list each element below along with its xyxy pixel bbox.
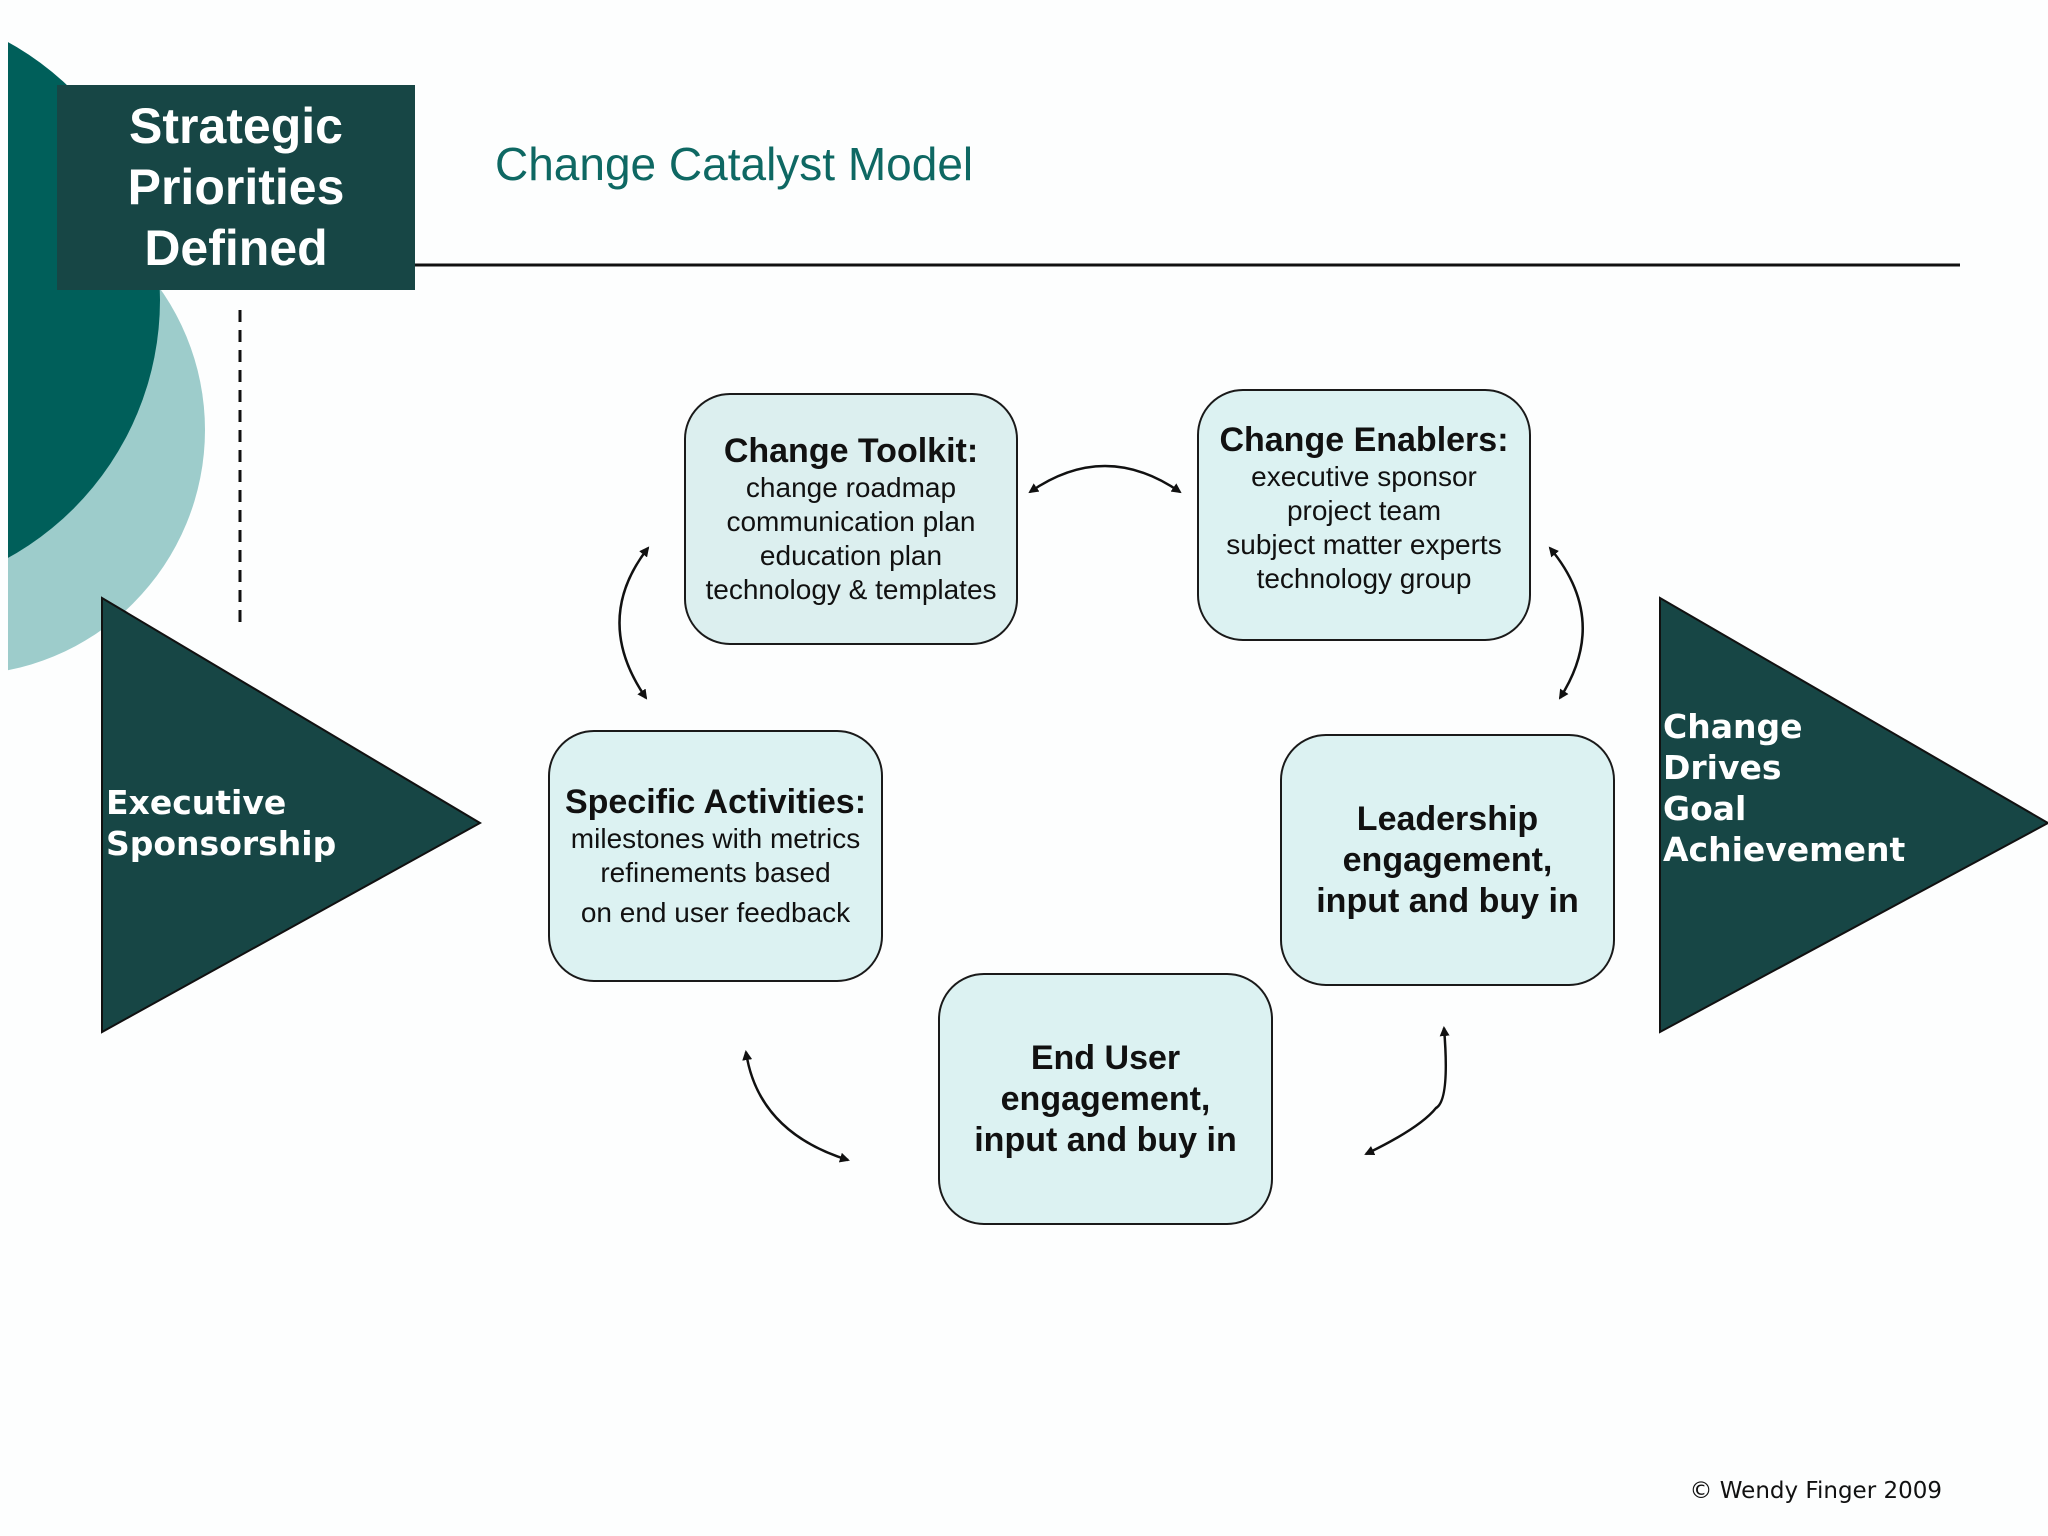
enablers-item: executive sponsor bbox=[1251, 461, 1477, 492]
arrow-toolkit-enablers bbox=[1028, 464, 1182, 494]
toolkit-item: education plan bbox=[759, 539, 943, 571]
specific-activities-box: Specific Activities: milestones with met… bbox=[548, 730, 883, 982]
toolkit-item: technology & templates bbox=[705, 573, 997, 605]
change-enablers-heading: Change Enablers: bbox=[1219, 421, 1509, 459]
copyright-notice: © Wendy Finger 2009 bbox=[1689, 1478, 1942, 1504]
arrow-toolkit-activities bbox=[618, 546, 650, 700]
slide-title: Change Catalyst Model bbox=[495, 138, 974, 190]
activities-item: refinements based bbox=[600, 856, 831, 888]
executive-sponsorship-label: Executive Sponsorship bbox=[106, 783, 337, 863]
change-enablers-box: Change Enablers: executive sponsor proje… bbox=[1197, 389, 1531, 641]
activities-item: milestones with metrics bbox=[570, 822, 861, 854]
end-user-engagement-text: End User engagement, input and buy in bbox=[974, 1038, 1237, 1159]
enablers-item: technology group bbox=[1256, 563, 1472, 594]
change-toolkit-box: Change Toolkit: change roadmap communica… bbox=[684, 393, 1018, 645]
arrow-activities-enduser bbox=[742, 1050, 850, 1163]
activities-item: on end user feedback bbox=[580, 896, 851, 928]
goal-achievement-triangle bbox=[1659, 596, 2048, 1034]
leadership-engagement-box: Leadership engagement, input and buy in bbox=[1280, 734, 1615, 986]
leadership-engagement-text: Leadership engagement, input and buy in bbox=[1316, 799, 1579, 920]
goal-achievement-label: Change Drives Goal Achievement bbox=[1663, 707, 1906, 869]
arrow-enablers-leadership bbox=[1548, 546, 1584, 700]
enablers-item: subject matter experts bbox=[1226, 529, 1502, 560]
toolkit-item: communication plan bbox=[726, 505, 976, 537]
toolkit-item: change roadmap bbox=[745, 471, 957, 503]
section-badge-text: Strategic Priorities Defined bbox=[127, 98, 345, 276]
arrow-leadership-enduser bbox=[1364, 1026, 1450, 1156]
executive-sponsorship-triangle bbox=[101, 596, 483, 1034]
section-badge: Strategic Priorities Defined bbox=[57, 85, 415, 290]
specific-activities-heading: Specific Activities: bbox=[564, 782, 867, 821]
enablers-item: project team bbox=[1286, 495, 1442, 526]
end-user-engagement-box: End User engagement, input and buy in bbox=[938, 973, 1273, 1225]
change-toolkit-heading: Change Toolkit: bbox=[723, 431, 979, 470]
